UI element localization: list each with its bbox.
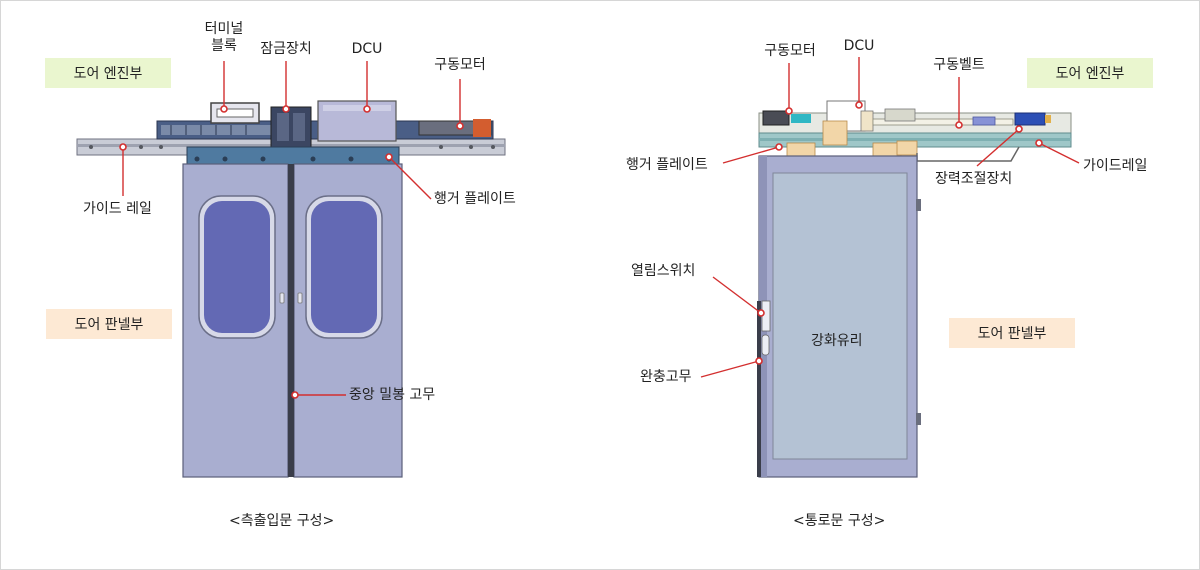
- left-hanger-plate: [186, 146, 400, 166]
- tempered-glass-pane: [772, 172, 908, 460]
- right-hanger-plate-label: 행거 플레이트: [626, 157, 708, 173]
- passage-door-assembly: [757, 100, 1072, 478]
- right-caption: <통로문 구성>: [793, 513, 886, 529]
- left-hanger-plate-label: 행거 플레이트: [434, 191, 516, 207]
- center-seal-label: 중앙 밀봉 고무: [349, 387, 436, 403]
- callout-leaders: [122, 57, 1080, 396]
- open-switch-label: 열림스위치: [631, 263, 696, 279]
- left-panel-section-label: 도어 판넬부: [46, 309, 172, 339]
- locking-device-label: 잠금장치: [260, 41, 312, 57]
- side-entrance-door-assembly: [76, 100, 506, 478]
- right-panel-section-text: 도어 판넬부: [977, 326, 1047, 342]
- right-drive-motor-part: [762, 110, 790, 126]
- left-caption: <측출입문 구성>: [229, 513, 335, 529]
- right-drive-belt: [872, 118, 1014, 126]
- left-panel-section-text: 도어 판넬부: [74, 317, 144, 333]
- left-engine-section-text: 도어 엔진부: [73, 66, 143, 82]
- tension-device-part: [1014, 112, 1046, 126]
- drive-belt-label: 구동벨트: [933, 57, 985, 73]
- left-door-window: [204, 201, 270, 333]
- left-dcu-label: DCU: [351, 41, 383, 57]
- terminal-block-label: 터미널 블록: [204, 21, 244, 54]
- left-guide-rail-label: 가이드 레일: [83, 201, 152, 217]
- buffer-rubber-label: 완충고무: [640, 369, 692, 385]
- left-drive-motor-label: 구동모터: [434, 57, 486, 73]
- right-panel-section-label: 도어 판넬부: [949, 318, 1075, 348]
- buffer-rubber-part: [761, 334, 770, 356]
- tension-device-label: 장력조절장치: [935, 171, 1013, 187]
- right-engine-section-label: 도어 엔진부: [1027, 58, 1153, 88]
- center-seal-rubber: [288, 164, 294, 477]
- tempered-glass-label: 강화유리: [811, 333, 863, 349]
- callout-dots: [119, 101, 1043, 399]
- right-drive-motor-label: 구동모터: [764, 43, 816, 59]
- left-engine-section-label: 도어 엔진부: [45, 58, 171, 88]
- right-guide-rail-label: 가이드레일: [1083, 158, 1148, 174]
- right-engine-section-text: 도어 엔진부: [1055, 66, 1125, 82]
- right-door-window: [311, 201, 377, 333]
- right-dcu-label: DCU: [843, 38, 875, 54]
